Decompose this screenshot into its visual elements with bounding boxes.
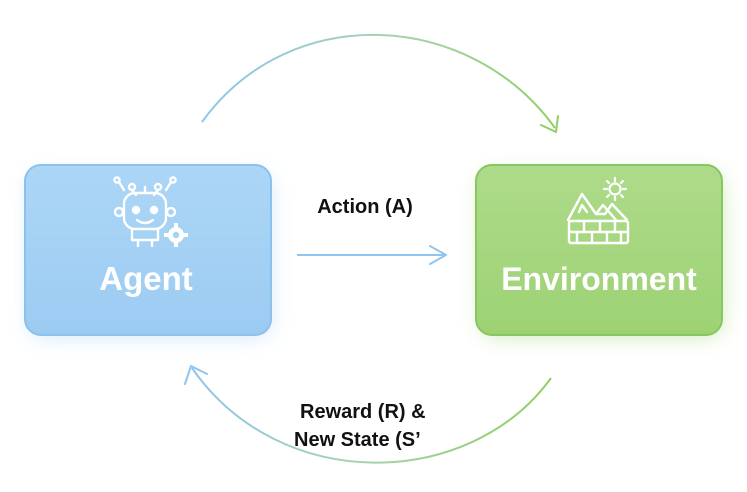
action-arrow — [297, 245, 447, 265]
gear-icon — [164, 223, 188, 247]
environment-label: Environment — [501, 261, 697, 297]
landscape-icon — [566, 192, 630, 245]
robot-head-icon — [113, 176, 177, 248]
environment-node: Environment — [475, 164, 724, 338]
feedback-label-line2: New State (S’ — [294, 429, 421, 451]
agent-label: Agent — [99, 260, 193, 297]
feedback-label-line1: Reward (R) & — [300, 401, 426, 423]
action-label: Action (A) — [317, 196, 413, 218]
top-cycle-arrow — [201, 34, 559, 133]
agent-node: Agent — [24, 164, 272, 338]
sun-icon — [602, 176, 628, 202]
bottom-cycle-arrow — [184, 365, 552, 464]
